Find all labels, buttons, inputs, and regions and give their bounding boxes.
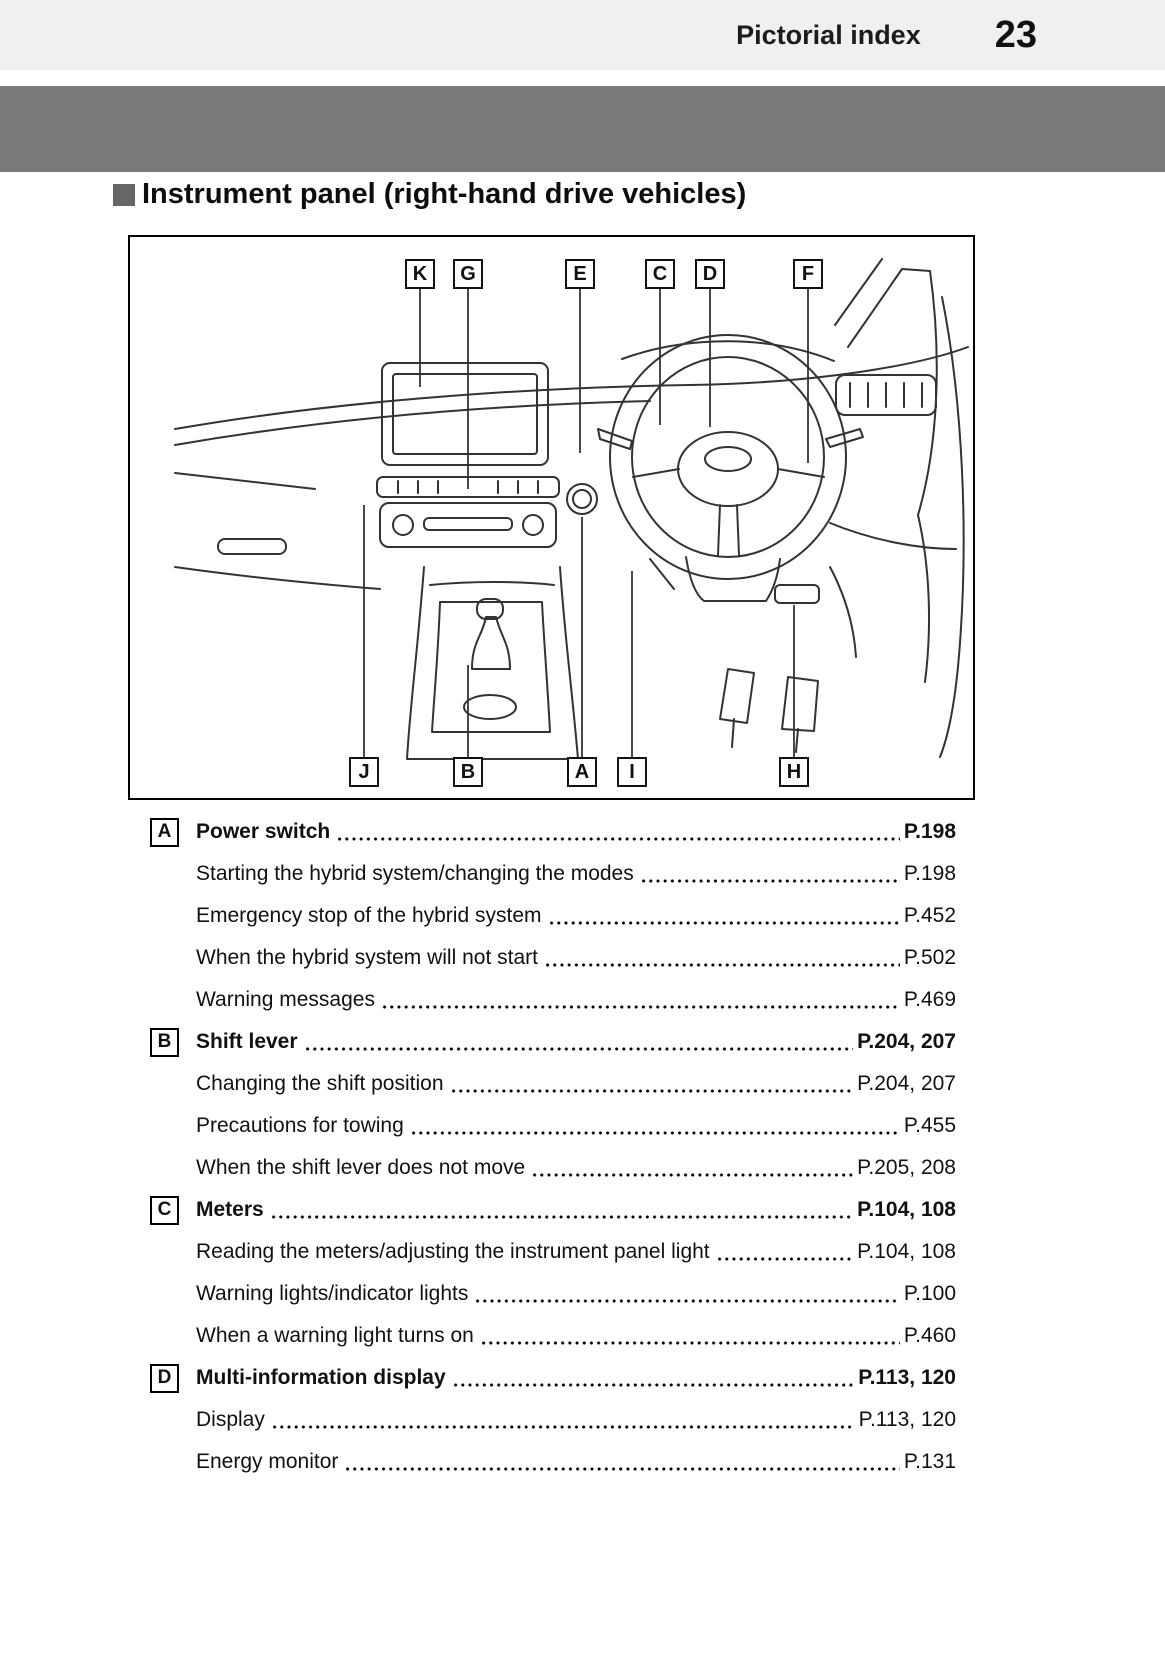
dashboard-illustration (174, 258, 969, 760)
index-subentry: Starting the hybrid system/changing the … (150, 853, 956, 895)
subentry-page: P.469 (903, 988, 956, 1011)
index-entry-page: P.113, 120 (858, 1366, 956, 1389)
subentry-label: Changing the shift position (196, 1072, 444, 1095)
index-entry-D: D Multi-information display P.113, 120 (150, 1357, 956, 1399)
section-title: Instrument panel (right-hand drive vehic… (142, 178, 747, 210)
index-entry-title: Shift lever (196, 1030, 298, 1053)
subentry-label: Starting the hybrid system/changing the … (196, 862, 634, 885)
index-subentry: Emergency stop of the hybrid system P.452 (150, 895, 956, 937)
diagram-callout-C: C (645, 259, 675, 289)
index-entry-page: P.104, 108 (857, 1198, 956, 1221)
subentry-page: P.104, 108 (857, 1240, 956, 1263)
index-entry-title: Meters (196, 1198, 264, 1221)
index-entry-page: P.198 (903, 820, 956, 843)
subentry-page: P.455 (903, 1114, 956, 1137)
subentry-label: When the shift lever does not move (196, 1156, 526, 1179)
diagram-callout-I: I (617, 757, 647, 787)
index-entry-title: Power switch (196, 820, 331, 843)
instrument-panel-diagram: K G E C D F J B A I H (128, 235, 975, 800)
page-number: 23 (994, 13, 1037, 56)
index-subentry: Energy monitor P.131 (150, 1441, 956, 1483)
section-heading: Instrument panel (right-hand drive vehic… (113, 178, 746, 211)
diagram-callout-H: H (779, 757, 809, 787)
subentry-label: Reading the meters/adjusting the instrum… (196, 1240, 710, 1263)
index-subentry: Precautions for towing P.455 (150, 1105, 956, 1147)
subentry-page: P.198 (903, 862, 956, 885)
subentry-page: P.460 (903, 1324, 956, 1347)
dot-leader (409, 1130, 900, 1136)
subentry-page: P.131 (903, 1450, 956, 1473)
subentry-label: When the hybrid system will not start (196, 946, 538, 969)
subentry-label: Display (196, 1408, 265, 1431)
dot-leader (547, 920, 900, 926)
subentry-page: P.204, 207 (857, 1072, 956, 1095)
index-entry-title: Multi-information display (196, 1366, 446, 1389)
dot-leader (715, 1256, 854, 1262)
subentry-label: Precautions for towing (196, 1114, 404, 1137)
dot-leader (303, 1046, 854, 1052)
index-letter-box: A (150, 817, 179, 847)
index-subentry: Warning lights/indicator lights P.100 (150, 1273, 956, 1315)
subentry-page: P.502 (903, 946, 956, 969)
index-subentry: Display P.113, 120 (150, 1399, 956, 1441)
diagram-callout-F: F (793, 259, 823, 289)
diagram-callout-D: D (695, 259, 725, 289)
dot-leader (543, 962, 900, 968)
diagram-callout-G: G (453, 259, 483, 289)
subentry-label: Emergency stop of the hybrid system (196, 904, 542, 927)
index-entry-B: B Shift lever P.204, 207 (150, 1021, 956, 1063)
index-subentry: Changing the shift position P.204, 207 (150, 1063, 956, 1105)
dot-leader (344, 1466, 900, 1472)
subentry-label: Warning messages (196, 988, 375, 1011)
subentry-page: P.452 (903, 904, 956, 927)
dot-leader (531, 1172, 854, 1178)
diagram-callout-B: B (453, 757, 483, 787)
index-subentry: Reading the meters/adjusting the instrum… (150, 1231, 956, 1273)
section-square-bullet-icon (113, 183, 135, 206)
dot-leader (336, 836, 900, 842)
subentry-label: Energy monitor (196, 1450, 339, 1473)
diagram-callout-J: J (349, 757, 379, 787)
index-entry-A: A Power switch P.198 (150, 811, 956, 853)
index-subentry: Warning messages P.469 (150, 979, 956, 1021)
dot-leader (380, 1004, 900, 1010)
index-entry-page: P.204, 207 (857, 1030, 956, 1053)
header-title: Pictorial index (736, 19, 921, 50)
index-subentry: When a warning light turns on P.460 (150, 1315, 956, 1357)
diagram-callout-K: K (405, 259, 435, 289)
dot-leader (479, 1340, 900, 1346)
subentry-page: P.205, 208 (857, 1156, 956, 1179)
dot-leader (269, 1214, 854, 1220)
dot-leader (639, 878, 900, 884)
dot-leader (270, 1424, 855, 1430)
index-letter-box: D (150, 1363, 179, 1393)
index-letter-box: C (150, 1195, 179, 1225)
subentry-label: Warning lights/indicator lights (196, 1282, 469, 1305)
index-letter-box: B (150, 1027, 179, 1057)
subentry-label: When a warning light turns on (196, 1324, 474, 1347)
index-entry-C: C Meters P.104, 108 (150, 1189, 956, 1231)
subentry-page: P.113, 120 (858, 1408, 956, 1431)
diagram-callout-E: E (565, 259, 595, 289)
subentry-page: P.100 (903, 1282, 956, 1305)
callout-lines (363, 289, 809, 757)
page-header-band: Pictorial index 23 (0, 0, 1165, 70)
dot-leader (449, 1088, 854, 1094)
index-subentry: When the hybrid system will not start P.5… (150, 937, 956, 979)
chapter-tab-band (0, 86, 1165, 172)
diagram-callout-A: A (567, 757, 597, 787)
dot-leader (451, 1382, 855, 1388)
dot-leader (474, 1298, 900, 1304)
index-subentry: When the shift lever does not move P.205,… (150, 1147, 956, 1189)
